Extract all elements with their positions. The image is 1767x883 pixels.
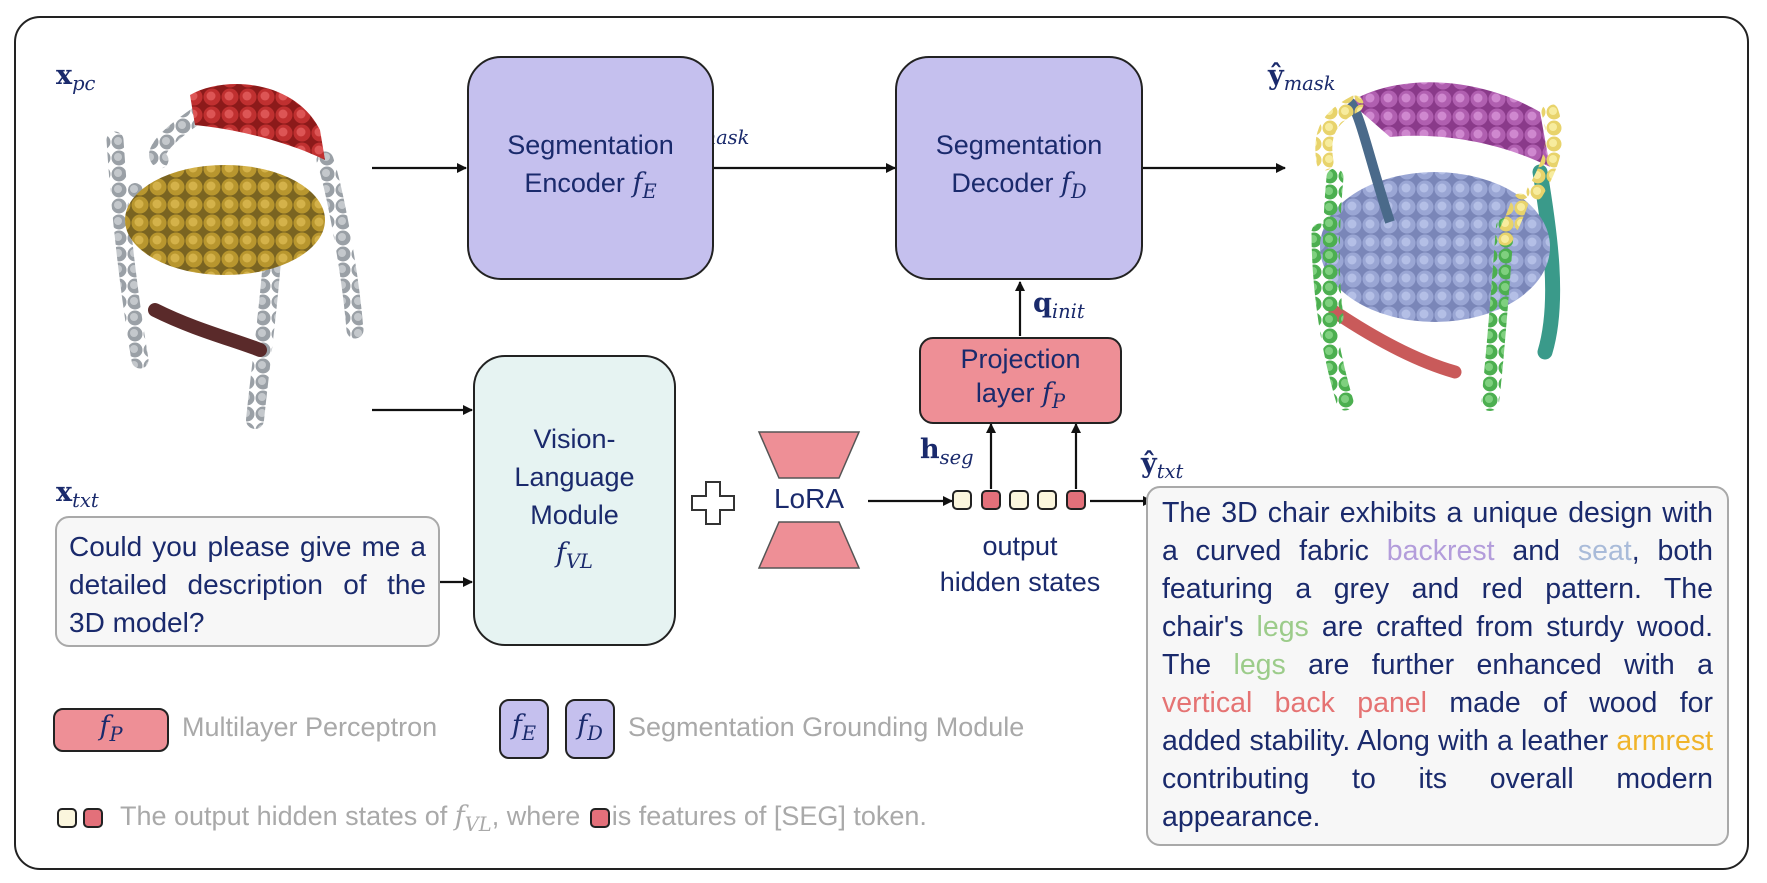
var-y-txt: ŷtxt xyxy=(1141,448,1184,483)
legend-decoder-swatch: fD xyxy=(565,699,615,759)
var-h-seg: hseg xyxy=(920,434,974,469)
answer-segment: and xyxy=(1494,535,1578,567)
plus-icon xyxy=(691,481,735,525)
answer-segment: seat xyxy=(1577,535,1632,567)
question-text: Could you please give me a detailed desc… xyxy=(69,531,426,638)
decoder-line2: Decoder fD xyxy=(951,167,1087,203)
legend-seg-grounding-label: Segmentation Grounding Module xyxy=(628,712,1025,742)
output-segmented-chair xyxy=(1311,82,1563,411)
hidden-state-token xyxy=(1037,490,1057,510)
var-y-mask: ŷmask xyxy=(1268,60,1336,95)
answer-segment: legs xyxy=(1233,649,1286,681)
encoder-line1: Segmentation xyxy=(507,129,674,160)
vision-language-module-block: Vision- Language Module fVL xyxy=(473,355,676,646)
answer-segment: The 3D chair exhibits a unique design wi… xyxy=(1162,497,1713,567)
projection-layer-block: Projection layer fP xyxy=(919,337,1122,424)
answer-segment: are further enhanced with a xyxy=(1285,649,1714,681)
hidden-state-token xyxy=(952,490,972,510)
projection-line2: layer fP xyxy=(975,378,1066,413)
var-x-txt: xtxt xyxy=(56,477,99,512)
figure-frame xyxy=(14,16,1749,870)
hidden-state-token xyxy=(1009,490,1029,510)
answer-segment: , both featuring a grey and red pattern.… xyxy=(1162,535,1714,643)
answer-segment: contributing to its overall modern appea… xyxy=(1162,763,1713,833)
vlm-line2: Language xyxy=(514,462,635,493)
legend-inline-seg-token xyxy=(589,808,610,828)
answer-segment: legs xyxy=(1256,611,1309,643)
seg-token xyxy=(1066,490,1086,510)
segmentation-decoder-block: Segmentation Decoder fD xyxy=(895,56,1143,280)
projection-line1: Projection xyxy=(960,344,1081,375)
seg-token xyxy=(981,490,1001,510)
legend-mlp-swatch: fP xyxy=(53,708,169,752)
segmentation-encoder-block: Segmentation Encoder fE xyxy=(467,56,714,280)
legend-mlp-label: Multilayer Perceptron xyxy=(182,712,438,742)
legend-hidden-states-text: The output hidden states of fVL, where i… xyxy=(120,801,927,836)
answer-segment: backrest xyxy=(1386,535,1495,567)
answer-segment: made of wood for added stability. Along … xyxy=(1162,687,1713,757)
encoder-line2: Encoder fE xyxy=(524,167,657,203)
answer-text-box: The 3D chair exhibits a unique design wi… xyxy=(1146,486,1729,846)
legend-hidden-token xyxy=(57,808,77,828)
vlm-line1: Vision- xyxy=(533,424,616,455)
lora-label: LoRA xyxy=(773,483,845,514)
hidden-states-caption: output hidden states xyxy=(939,531,1101,597)
var-q-init: qinit xyxy=(1033,288,1085,323)
vlm-symbol: fVL xyxy=(556,538,593,573)
answer-segment: armrest xyxy=(1616,725,1713,757)
question-text-box: Could you please give me a detailed desc… xyxy=(55,516,440,647)
legend-encoder-swatch: fE xyxy=(499,699,549,759)
answer-segment: vertical back panel xyxy=(1162,687,1427,719)
decoder-line1: Segmentation xyxy=(935,129,1103,160)
answer-segment: are crafted from sturdy wood. The xyxy=(1162,611,1713,681)
input-point-cloud-chair xyxy=(106,84,364,429)
lora-adapter-icon xyxy=(757,431,861,569)
legend-seg-token xyxy=(83,808,103,828)
var-x-pc: xpc xyxy=(56,60,96,95)
vlm-line3: Module xyxy=(530,500,619,531)
